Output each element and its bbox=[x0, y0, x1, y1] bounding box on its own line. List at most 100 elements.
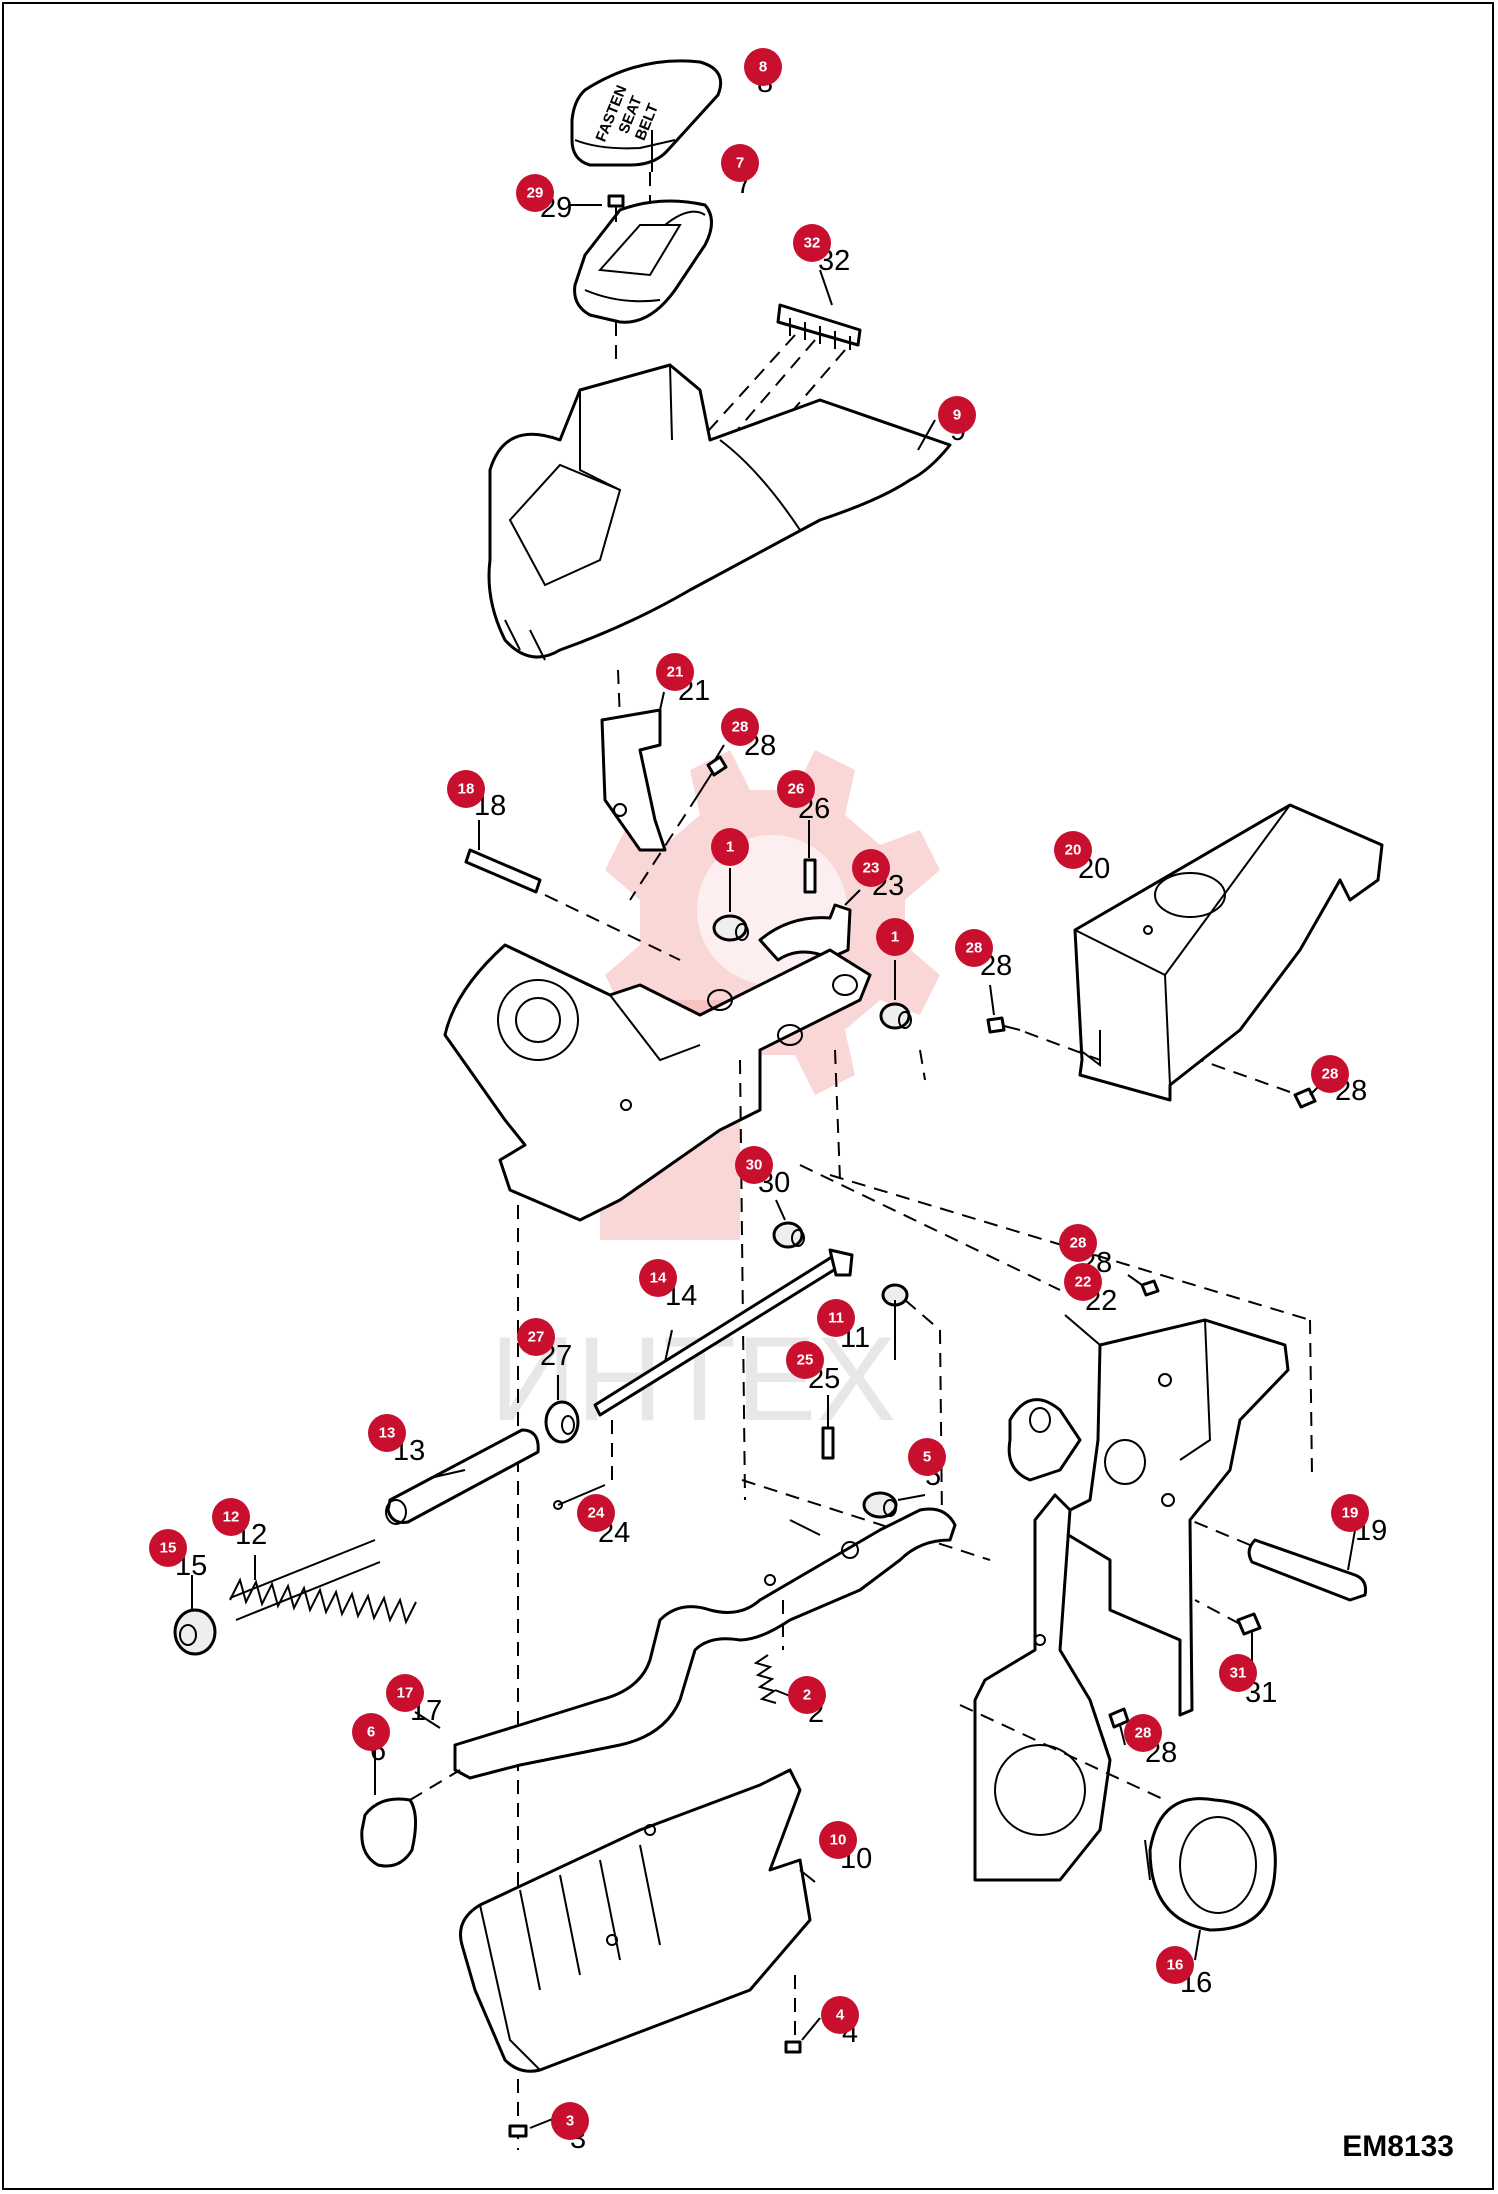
part-callout-badge: 19 bbox=[1331, 1494, 1369, 1532]
svg-text:18: 18 bbox=[458, 781, 475, 798]
part-callout-badge: 17 bbox=[386, 1674, 424, 1712]
part-callout-badge: 2 bbox=[788, 1676, 826, 1714]
part-6-pedal-pad bbox=[360, 1797, 417, 1868]
svg-text:4: 4 bbox=[836, 2007, 845, 2024]
part-callout-badge: 3 bbox=[551, 2102, 589, 2140]
svg-text:31: 31 bbox=[1230, 1665, 1247, 1682]
svg-text:15: 15 bbox=[160, 1540, 177, 1557]
part-9-console-cover bbox=[487, 363, 952, 661]
svg-text:12: 12 bbox=[223, 1509, 240, 1526]
part-callout-badge: 28 bbox=[1124, 1714, 1162, 1752]
part-callout-badge: 9 bbox=[938, 396, 976, 434]
part-callout-badge: 1 bbox=[711, 828, 749, 866]
part-callout-badge: 31 bbox=[1219, 1654, 1257, 1692]
part-callout-badge: 26 bbox=[777, 770, 815, 808]
part-callout-badge: 28 bbox=[721, 708, 759, 746]
svg-text:28: 28 bbox=[732, 719, 749, 736]
part-callout-badge: 22 bbox=[1064, 1263, 1102, 1301]
part-labels: 8877292932329921212828181826261123231120… bbox=[149, 48, 1387, 2155]
part-21-bracket bbox=[600, 708, 667, 852]
svg-text:21: 21 bbox=[667, 664, 684, 681]
svg-text:28: 28 bbox=[1322, 1066, 1339, 1083]
svg-text:13: 13 bbox=[379, 1425, 396, 1442]
part-15-end-cap bbox=[173, 1608, 217, 1656]
part-callout-badge: 21 bbox=[656, 653, 694, 691]
part-16-boot bbox=[1144, 1797, 1277, 1932]
part-callout-badge: 18 bbox=[447, 770, 485, 808]
part-callout-badge: 7 bbox=[721, 144, 759, 182]
svg-text:24: 24 bbox=[588, 1505, 605, 1522]
part-callout-badge: 28 bbox=[955, 929, 993, 967]
part-28-screw-d bbox=[1140, 1279, 1160, 1297]
part-3-screw bbox=[508, 2124, 528, 2138]
part-callout-badge: 25 bbox=[786, 1341, 824, 1379]
leader-lines bbox=[191, 130, 1356, 2129]
svg-text:23: 23 bbox=[863, 860, 880, 877]
svg-text:10: 10 bbox=[830, 1832, 847, 1849]
part-8-seat-belt-knob: FASTEN SEAT BELT bbox=[570, 59, 723, 167]
part-callout-badge: 10 bbox=[819, 1821, 857, 1859]
svg-text:16: 16 bbox=[1167, 1957, 1184, 1974]
svg-text:25: 25 bbox=[797, 1352, 814, 1369]
part-callout-badge: 15 bbox=[149, 1529, 187, 1567]
part-callout-badge: 29 bbox=[516, 174, 554, 212]
part-28-screw-c bbox=[1293, 1087, 1317, 1109]
part-29-screw bbox=[607, 194, 625, 222]
part-30-bushing bbox=[772, 1221, 805, 1249]
part-7-knob-base bbox=[573, 199, 713, 324]
part-callout-badge: 8 bbox=[744, 48, 782, 86]
part-callout-badge: 23 bbox=[852, 849, 890, 887]
part-callout-badge: 28 bbox=[1059, 1224, 1097, 1262]
part-28-screw-e bbox=[1108, 1707, 1130, 1729]
pedal-mount-plate bbox=[973, 1493, 1112, 1882]
svg-text:6: 6 bbox=[367, 1724, 375, 1741]
part-callout-badge: 4 bbox=[821, 1996, 859, 2034]
svg-text:28: 28 bbox=[966, 940, 983, 957]
part-callout-badge: 16 bbox=[1156, 1946, 1194, 1984]
part-14-rod bbox=[593, 1248, 854, 1417]
part-callout-badge: 12 bbox=[212, 1498, 250, 1536]
svg-text:26: 26 bbox=[788, 781, 805, 798]
part-10-tray bbox=[459, 1768, 812, 2073]
part-25-pin bbox=[821, 1426, 835, 1460]
part-20-cover-plate bbox=[1073, 803, 1384, 1102]
svg-text:7: 7 bbox=[736, 155, 744, 172]
part-callout-badge: 32 bbox=[793, 224, 831, 262]
part-17-pedal-lever bbox=[453, 1507, 957, 1780]
drawing-code: EM8133 bbox=[1342, 2130, 1454, 2163]
svg-text:3: 3 bbox=[566, 2113, 574, 2130]
part-callout-badge: 24 bbox=[577, 1494, 615, 1532]
part-callout-badge: 13 bbox=[368, 1414, 406, 1452]
part-callout-badge: 20 bbox=[1054, 831, 1092, 869]
part-callout-badge: 27 bbox=[517, 1318, 555, 1356]
svg-text:1: 1 bbox=[726, 839, 734, 856]
svg-text:8: 8 bbox=[759, 59, 767, 76]
part-callout-badge: 11 bbox=[817, 1299, 855, 1337]
svg-text:2: 2 bbox=[803, 1687, 811, 1704]
svg-text:17: 17 bbox=[397, 1685, 414, 1702]
part-5-bushing bbox=[862, 1491, 898, 1519]
part-13-tube bbox=[385, 1428, 540, 1525]
part-18-pin bbox=[464, 848, 542, 894]
part-callout-badge: 28 bbox=[1311, 1055, 1349, 1093]
part-callout-badge: 6 bbox=[352, 1713, 390, 1751]
main-frame-bracket bbox=[443, 943, 872, 1222]
svg-text:30: 30 bbox=[746, 1157, 763, 1174]
svg-text:29: 29 bbox=[527, 185, 544, 202]
svg-text:9: 9 bbox=[953, 407, 961, 424]
svg-text:22: 22 bbox=[1075, 1274, 1092, 1291]
part-23-latch bbox=[758, 903, 852, 962]
part-callout-badge: 5 bbox=[908, 1438, 946, 1476]
part-32-connector bbox=[776, 303, 862, 350]
svg-text:11: 11 bbox=[828, 1310, 844, 1327]
svg-text:32: 32 bbox=[804, 235, 821, 252]
svg-text:14: 14 bbox=[650, 1270, 667, 1287]
part-26-pin bbox=[803, 858, 817, 894]
svg-text:28: 28 bbox=[1135, 1725, 1152, 1742]
part-31-bolt bbox=[1236, 1612, 1262, 1636]
svg-text:27: 27 bbox=[528, 1329, 545, 1346]
svg-text:5: 5 bbox=[923, 1449, 931, 1466]
part-12-spring bbox=[229, 1539, 417, 1625]
part-19-pin bbox=[1247, 1538, 1367, 1602]
cam-plate bbox=[1007, 1398, 1082, 1482]
